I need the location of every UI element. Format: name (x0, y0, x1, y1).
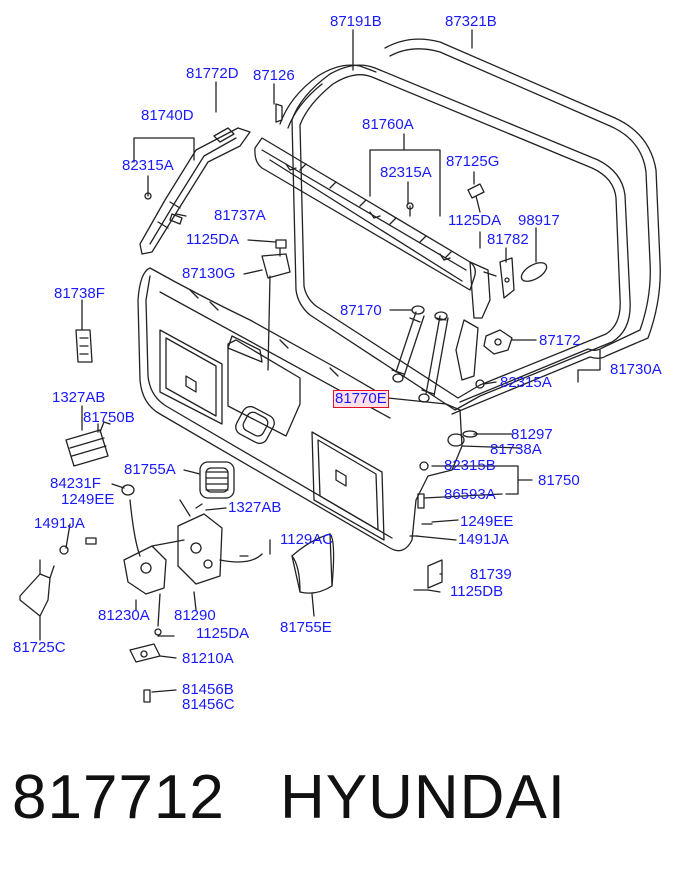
gas-strut-left (395, 311, 425, 377)
part-label-84231F: 84231F (50, 475, 101, 492)
part-label-1125DB: 1125DB (450, 583, 504, 600)
brand-name: HYUNDAI (280, 763, 567, 832)
lock-81230A (123, 545, 167, 595)
part-label-81755E: 81755E (280, 619, 332, 636)
clip-81738F (75, 329, 93, 363)
part-label-1125DA: 1125DA (448, 212, 502, 229)
caption: 817712 HYUNDAI (0, 758, 682, 848)
part-label-82315A: 82315A (380, 164, 432, 181)
part-label-87321B: 87321B (445, 13, 497, 30)
part-label-1129AC: 1129AC (280, 531, 334, 548)
latch-81750B (65, 429, 109, 467)
part-number: 817712 (12, 763, 225, 832)
part-label-81725C: 81725C (13, 639, 66, 656)
parts-diagram: 87191B 87321B 81772D 87126 81740D 82315A… (13, 13, 662, 713)
tailgate-glass (291, 64, 631, 411)
part-label-86593A: 86593A (444, 486, 496, 503)
actuator-81290 (177, 513, 223, 585)
part-label-98917: 98917 (518, 212, 560, 229)
part-label-81770E-highlighted: 81770E (333, 390, 389, 408)
diagram-drawing (19, 29, 661, 703)
part-label-81456B: 81456B (182, 681, 234, 698)
bracket-81739 (427, 559, 443, 589)
part-label-81750B: 81750B (83, 409, 135, 426)
part-label-81772D: 81772D (186, 65, 239, 82)
part-label-81760A: 81760A (362, 116, 414, 133)
part-label-1249EE: 1249EE (61, 491, 115, 508)
part-label-81738F: 81738F (54, 285, 105, 302)
part-label-87170: 87170 (340, 302, 382, 319)
gas-strut-right (425, 315, 449, 397)
part-label-87126: 87126 (253, 67, 295, 84)
cap-98917 (520, 262, 548, 282)
bracket-81725C (19, 573, 51, 617)
part-label-1327AB: 1327AB (52, 389, 106, 406)
part-label-81782: 81782 (487, 231, 529, 248)
upper-trim-81760A (254, 137, 476, 291)
part-label-1327AB: 1327AB (228, 499, 282, 516)
part-label-81290: 81290 (174, 607, 216, 624)
part-label-1491JA: 1491JA (458, 531, 509, 548)
side-trim-right (469, 261, 491, 319)
part-label-87191B: 87191B (330, 13, 382, 30)
weatherstrip-outer (384, 38, 661, 415)
part-label-81750: 81750 (538, 472, 580, 489)
tailgate-panel (137, 267, 463, 552)
striker-81210A (129, 643, 161, 663)
part-label-82315A: 82315A (500, 374, 552, 391)
part-label-1491JA: 1491JA (34, 515, 85, 532)
part-label-81730A: 81730A (610, 361, 662, 378)
part-label-81297: 81297 (511, 426, 553, 443)
part-label-81737A: 81737A (214, 207, 266, 224)
trim-cover-81755A (199, 461, 235, 499)
part-label-81755A: 81755A (124, 461, 176, 478)
tailgate-glass-inner (299, 74, 621, 399)
part-label-81740D: 81740D (141, 107, 194, 124)
part-label-82315A: 82315A (122, 157, 174, 174)
part-label-1125DA: 1125DA (196, 625, 250, 642)
part-label-81210A: 81210A (182, 650, 234, 667)
part-label-81456C: 81456C (182, 696, 235, 713)
part-label-87172: 87172 (539, 332, 581, 349)
part-label-87130G: 87130G (182, 265, 236, 282)
side-trim-81740D (139, 127, 251, 255)
part-label-82315B: 82315B (444, 457, 496, 474)
part-label-87125G: 87125G (446, 153, 500, 170)
part-label-1125DA: 1125DA (186, 231, 240, 248)
part-label-1249EE: 1249EE (460, 513, 514, 530)
part-label-81738A: 81738A (490, 441, 542, 458)
weatherstrip-outer-inner (389, 48, 651, 403)
part-label-81230A: 81230A (98, 607, 150, 624)
part-label-81739: 81739 (470, 566, 512, 583)
